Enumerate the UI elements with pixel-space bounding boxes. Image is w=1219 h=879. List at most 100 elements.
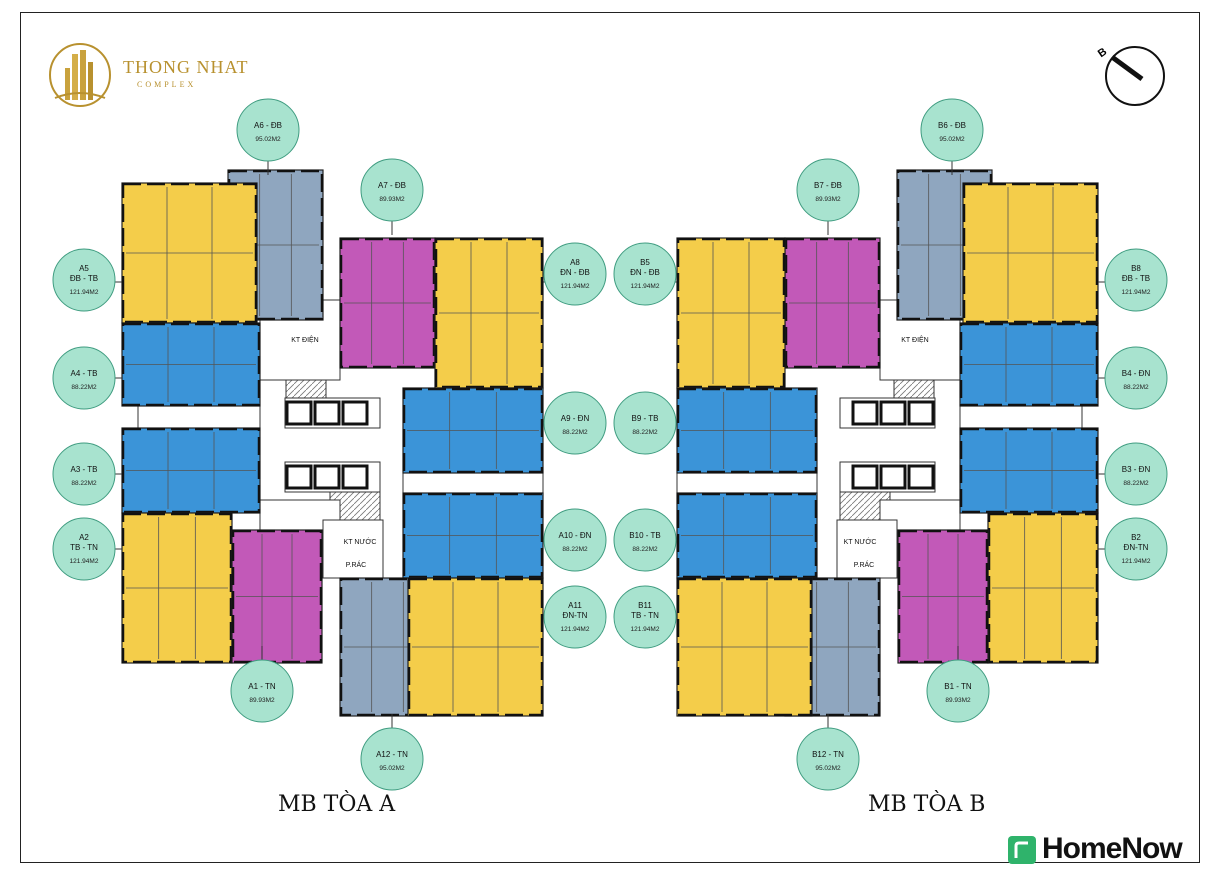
unit-label-circle-b2 <box>1104 517 1168 581</box>
unit-area-a9: 88.22M2 <box>562 429 588 436</box>
unit-area-a11: 121.94M2 <box>561 626 590 633</box>
unit-outer-wall-b2 <box>987 512 1099 664</box>
unit-block-b3 <box>959 427 1099 514</box>
unit-code-a1: A1 - TN <box>248 682 276 691</box>
unit-label-circle-a3 <box>52 442 116 506</box>
unit-code-a11: ĐN-TN <box>563 611 588 620</box>
unit-code-a2: TB - TN <box>70 543 98 552</box>
unit-area-b12: 95.02M2 <box>815 765 841 772</box>
tower-a-elevator-1 <box>313 400 341 426</box>
unit-code-b5: ĐN - ĐB <box>630 268 660 277</box>
unit-label-circle-b6 <box>920 98 984 162</box>
unit-outer-wall-a5 <box>121 182 258 324</box>
unit-block-a4 <box>121 322 261 407</box>
unit-label-circle-a4 <box>52 346 116 410</box>
unit-code-a8: ĐN - ĐB <box>560 268 590 277</box>
unit-area-a6: 95.02M2 <box>255 136 281 143</box>
unit-outer-wall-b9 <box>676 387 818 474</box>
tower-a-room-label: KT NƯỚC <box>344 537 377 546</box>
unit-area-b9: 88.22M2 <box>632 429 658 436</box>
unit-area-a4: 88.22M2 <box>71 384 97 391</box>
compass-icon: B <box>1096 46 1165 106</box>
tower-a-core-7 <box>402 472 544 494</box>
unit-code-a7: A7 - ĐB <box>378 181 406 190</box>
tower-b-elevator-2 <box>851 400 879 426</box>
unit-label-circle-a12 <box>360 727 424 791</box>
unit-code-b3: B3 - ĐN <box>1122 465 1151 474</box>
unit-label-circle-a2 <box>52 517 116 581</box>
tower-a-core-6 <box>137 405 261 429</box>
unit-area-b4: 88.22M2 <box>1123 384 1149 391</box>
tower-a-core-8 <box>322 519 384 579</box>
unit-area-a7: 89.93M2 <box>379 196 405 203</box>
unit-outer-wall-a4 <box>121 322 261 407</box>
unit-outer-wall-a8 <box>434 237 544 389</box>
tower-b-core-7 <box>676 472 818 494</box>
tower-b-elevator-5 <box>851 464 879 490</box>
unit-label-circle-a11 <box>543 585 607 649</box>
unit-code-b8: ĐB - TB <box>1122 274 1150 283</box>
unit-label-circle-a5 <box>52 248 116 312</box>
unit-label-circle-a6 <box>236 98 300 162</box>
homenow-watermark: HomeNow <box>1008 832 1213 872</box>
unit-area-a1: 89.93M2 <box>249 697 275 704</box>
tower-b-elevator-4 <box>879 464 907 490</box>
homenow-logo-icon <box>1008 836 1036 864</box>
homenow-text: HomeNow <box>1042 832 1183 865</box>
unit-label-circle-b1 <box>926 659 990 723</box>
tower-b-core-6 <box>959 405 1083 429</box>
tower-a-elevator-3 <box>285 464 313 490</box>
unit-outer-wall-a1 <box>231 529 323 664</box>
unit-area-a10: 88.22M2 <box>562 546 588 553</box>
unit-block-b5 <box>676 237 786 389</box>
unit-label-circle-b11 <box>613 585 677 649</box>
unit-code-b11: B11 <box>638 601 652 610</box>
unit-code-a8: A8 <box>570 258 580 267</box>
unit-area-a5: 121.94M2 <box>70 289 99 296</box>
unit-area-b6: 95.02M2 <box>939 136 965 143</box>
unit-code-a6: A6 - ĐB <box>254 121 282 130</box>
tower-a-room-label: P.RÁC <box>346 560 367 569</box>
unit-code-a9: A9 - ĐN <box>561 414 590 423</box>
unit-code-b2: ĐN-TN <box>1124 543 1149 552</box>
unit-code-b5: B5 <box>640 258 650 267</box>
unit-area-b5: 121.94M2 <box>631 283 660 290</box>
unit-code-b6: B6 - ĐB <box>938 121 966 130</box>
unit-outer-wall-b1 <box>897 529 989 664</box>
unit-code-a3: A3 - TB <box>71 465 98 474</box>
unit-outer-wall-b10 <box>676 492 818 579</box>
unit-label-circle-a1 <box>230 659 294 723</box>
unit-code-a2: A2 <box>79 533 89 542</box>
unit-outer-wall-a10 <box>402 492 544 579</box>
unit-block-a2 <box>121 512 233 664</box>
unit-code-b9: B9 - TB <box>632 414 659 423</box>
unit-area-b8: 121.94M2 <box>1122 289 1151 296</box>
unit-block-b11 <box>676 577 813 717</box>
tower-b-elevator-0 <box>907 400 935 426</box>
unit-block-a7 <box>339 237 436 369</box>
tower-a-room-label: KT ĐIỆN <box>291 335 319 344</box>
unit-code-b7: B7 - ĐB <box>814 181 842 190</box>
tower-a-elevator-0 <box>285 400 313 426</box>
unit-outer-wall-a7 <box>339 237 436 369</box>
unit-label-circle-a10 <box>543 508 607 572</box>
unit-code-b2: B2 <box>1131 533 1141 542</box>
unit-block-a3 <box>121 427 261 514</box>
unit-block-a5 <box>121 182 258 324</box>
tower-b-room-label: KT ĐIỆN <box>901 335 929 344</box>
unit-block-a8 <box>434 237 544 389</box>
unit-code-a4: A4 - TB <box>71 369 98 378</box>
unit-outer-wall-b5 <box>676 237 786 389</box>
unit-outer-wall-a3 <box>121 427 261 514</box>
tower-b-title: MB TÒA B <box>868 792 986 817</box>
unit-code-b8: B8 <box>1131 264 1141 273</box>
unit-outer-wall-a2 <box>121 512 233 664</box>
tower-a-title: MB TÒA A <box>278 792 396 817</box>
tower-b-elevator-3 <box>907 464 935 490</box>
unit-block-b8 <box>962 182 1099 324</box>
unit-area-a2: 121.94M2 <box>70 558 99 565</box>
unit-outer-wall-b7 <box>784 237 881 369</box>
drawing-frame <box>20 12 1200 863</box>
unit-outer-wall-b3 <box>959 427 1099 514</box>
unit-outer-wall-a9 <box>402 387 544 474</box>
